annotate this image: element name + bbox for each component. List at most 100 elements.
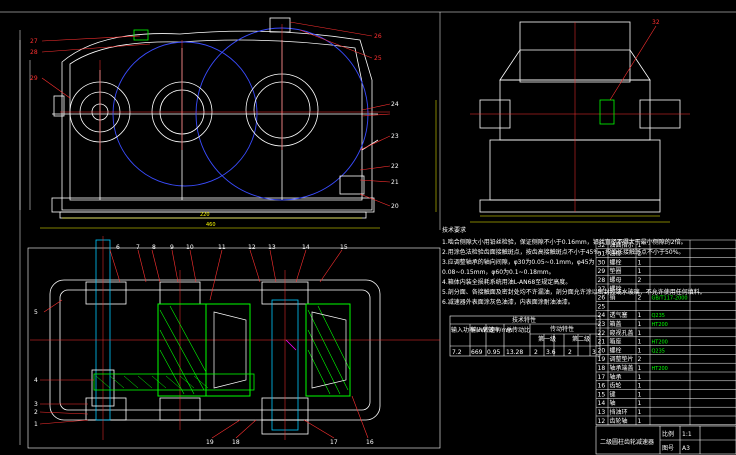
callout-23: 23 [391, 133, 399, 140]
bom-cell: 24 [598, 312, 606, 319]
tech-req-heading: 技术要求 [442, 226, 466, 234]
bom-cell: 1 [638, 383, 642, 390]
char-val-m2: 2 [568, 349, 572, 356]
callout-20: 20 [391, 203, 399, 210]
bom-cell: 16 [598, 383, 606, 390]
callout-22: 22 [391, 163, 399, 170]
bom-cell: 26 [598, 295, 606, 302]
bom-cell: 调整垫片 [610, 355, 634, 363]
callout-26: 26 [374, 33, 382, 40]
bom-cell: 18 [598, 365, 606, 372]
front-view [0, 11, 440, 445]
bom-cell: HT200 [652, 340, 668, 346]
bom-cell: 2 [638, 356, 642, 363]
callout-27: 27 [30, 38, 38, 45]
bom-cell: Q235 [652, 313, 665, 319]
tech-req-line-3: 3.应调整轴承的轴向间隙，φ30为0.05~0.1mm，φ45为 [442, 258, 595, 266]
tech-req-line-7: 6.减速器外表面涂灰色油漆，内表面涂耐油油漆。 [442, 298, 574, 306]
dim-width-main: 220 [200, 212, 210, 218]
bom-cell: 1 [638, 268, 642, 275]
callout-5: 5 [34, 309, 38, 316]
bom-cell: 31 [598, 251, 606, 258]
callout-28: 28 [30, 49, 38, 56]
char-header-eff: 效率 [488, 326, 500, 334]
callout-21: 21 [391, 179, 399, 186]
char-val-m1: 2 [534, 349, 538, 356]
bom-cell: 键 [610, 390, 616, 398]
callout-19: 19 [206, 439, 214, 446]
bom-cell: 13 [598, 409, 606, 416]
bom-cell: 1 [638, 391, 642, 398]
char-val-z1: 3.6 [546, 349, 556, 356]
bom-cell: 箱盖 [610, 320, 622, 328]
tech-requirements: 技术要求 1.啮合侧隙大小用铅丝检验，保证侧隙不小于0.16mm，铅丝直径不得大… [442, 226, 706, 306]
bom-cell: GB/T117-2000 [652, 296, 688, 302]
callout-25: 25 [374, 55, 382, 62]
bom-cell: Q235 [652, 348, 665, 354]
char-val-z2: 3 [592, 349, 596, 356]
side-leader-32 [609, 25, 657, 101]
char-sub-stage2: 第二级 [572, 335, 590, 343]
callout-18: 18 [232, 439, 240, 446]
callout-32: 32 [652, 19, 660, 26]
callout-10: 10 [186, 244, 194, 251]
bom-cell: 窥视孔盖 [610, 329, 634, 337]
bom-cell: 2 [638, 295, 642, 302]
bom-cell: 螺栓 [610, 346, 622, 354]
callout-6: 6 [116, 244, 120, 251]
callout-9: 9 [170, 244, 174, 251]
callout-24: 24 [391, 101, 399, 108]
callout-8: 8 [152, 244, 156, 251]
title-block [595, 425, 736, 455]
bom-cell: 1 [638, 365, 642, 372]
bom-cell: 轴承端盖 [610, 364, 634, 372]
bom-cell: 17 [598, 374, 606, 381]
bom-cell: 14 [598, 400, 606, 407]
char-header-ratio: 总传动比 [506, 326, 530, 334]
bom-cell: 螺栓 [610, 285, 622, 293]
bom-cell: 19 [598, 356, 606, 363]
bom-cell: HT200 [652, 366, 668, 372]
tech-req-line-6: 5.剖分面、各接触面及密封处均不许漏油，剖分面允许涂以密封胶或水玻璃，不允许使用… [442, 288, 706, 296]
title-block-sheet-label: 图号 [662, 445, 674, 452]
callout-1: 1 [34, 421, 38, 428]
callout-17: 17 [330, 439, 338, 446]
bom-cell: 25 [598, 303, 606, 310]
callout-13: 13 [268, 244, 276, 251]
plan-view-gears [93, 303, 351, 397]
title-block-scale: 1:1 [682, 431, 692, 438]
bom-cell: 2 [638, 277, 642, 284]
char-val-power: 7.2 [452, 349, 462, 356]
bom-cell: 螺栓 [610, 258, 622, 266]
bom-cell: 27 [598, 286, 606, 293]
callout-12: 12 [248, 244, 256, 251]
callout-29: 29 [30, 75, 38, 82]
bom-cell: 12 [598, 418, 606, 425]
tech-req-line-4: 0.08~0.15mm，φ60为0.1~0.18mm。 [442, 268, 555, 276]
characteristics-table [449, 315, 601, 357]
bom-cell: 32 [598, 242, 606, 249]
bom-cell: 透气塞 [610, 311, 628, 319]
tech-req-line-2: 2.用涂色法检验齿面接触斑点，按齿高接触斑点不小于45%，按齿长接触斑点不小于5… [442, 248, 684, 256]
bom-cell: 1 [638, 339, 642, 346]
side-view [435, 11, 736, 230]
plan-view [27, 236, 441, 449]
bom-cell: 齿轮轴 [610, 417, 628, 425]
bom-cell: 1 [638, 242, 642, 249]
bom-cell: 30 [598, 259, 606, 266]
title-block-name: 二级圆柱齿轮减速器 [600, 438, 654, 446]
char-header-speed: 输入转速 r/min [471, 326, 513, 334]
bom-cell: 1 [638, 418, 642, 425]
bom-cell: 轴承 [610, 373, 622, 381]
char-val-ratio: 13.28 [506, 349, 523, 356]
bom-cell: 28 [598, 277, 606, 284]
bom-cell: 23 [598, 321, 606, 328]
bom-cell: HT200 [652, 322, 668, 328]
tech-req-line-5: 4.箱体内装全损耗系统用油L-AN68至规定高度。 [442, 278, 571, 286]
bom-cell: 1 [638, 400, 642, 407]
char-val-speed: 669 [471, 349, 483, 356]
bom-cell: 1 [638, 347, 642, 354]
bom-cell: 销 [610, 294, 616, 302]
